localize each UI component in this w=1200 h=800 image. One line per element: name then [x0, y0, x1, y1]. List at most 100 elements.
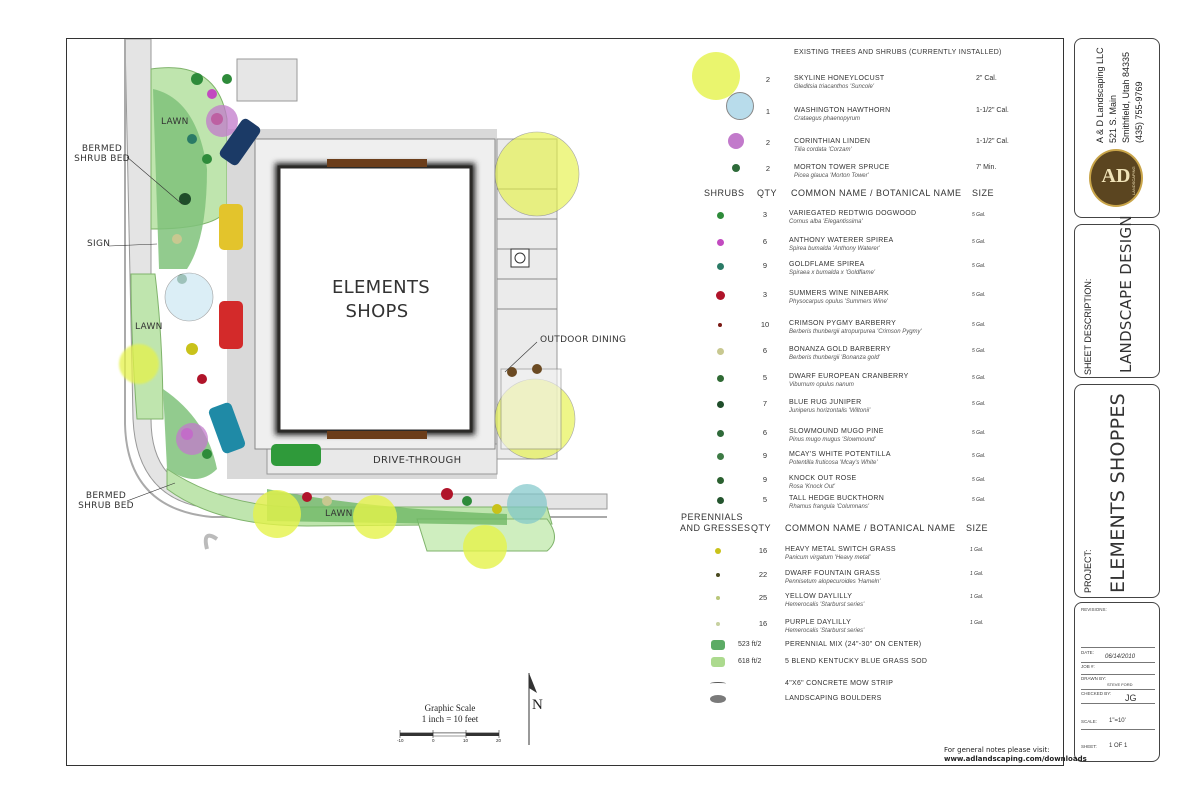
shrub-size: 5 Gal.	[972, 263, 986, 269]
shrub-name: TALL HEDGE BUCKTHORN	[789, 495, 885, 502]
car-yellow	[219, 204, 243, 250]
shrub-symbol	[716, 238, 724, 246]
shrub-symbol	[716, 496, 724, 504]
shrub-size: 5 Gal.	[972, 497, 986, 503]
hawthorn-symbol	[726, 92, 754, 120]
perennial-name: PURPLE DAYLILLY	[785, 619, 852, 626]
scale-label: SCALE:	[1081, 719, 1098, 724]
handicap-sign	[510, 248, 530, 268]
tree-name: MORTON TOWER SPRUCE	[794, 164, 890, 171]
perennial-botanical: Hemerocalis 'Starburst series'	[785, 602, 865, 608]
tree-botanical: Tilia cordata 'Corzam'	[794, 147, 852, 153]
title-block: A & D Landscaping LLC 521 S. Main Smithf…	[1074, 38, 1160, 766]
tree-qty: 2	[765, 138, 771, 147]
shrub-qty: 6	[762, 237, 768, 246]
shrub-size: 5 Gal.	[972, 477, 986, 483]
shrub-name: DWARF EUROPEAN CRANBERRY	[789, 373, 909, 380]
sheet-description-box: SHEET DESCRIPTION: LANDSCAPE DESIGN	[1074, 215, 1160, 378]
dining-patio	[500, 368, 562, 450]
scale-tick-20: 20	[496, 738, 502, 743]
shrub-size: 5 Gal.	[972, 322, 986, 328]
lawn-label-top: LAWN	[161, 117, 189, 127]
planter-bottom	[327, 431, 427, 439]
scale-tick-0: 0	[432, 738, 435, 743]
graphic-scale-title: Graphic Scale	[424, 703, 476, 713]
shrub-qty: 6	[762, 428, 768, 437]
perennial-botanical: Panicum virgatum 'Heavy metal'	[785, 555, 871, 561]
site-plan: ELEMENTS SHOPS LAWN LAWN LAWN BERMED SHR…	[67, 38, 667, 765]
extra-name: 4"X6" CONCRETE MOW STRIP	[785, 680, 894, 687]
company-name: A & D Landscaping LLC	[1095, 47, 1105, 143]
perennials-header-size: SIZE	[966, 523, 989, 533]
honeylocust-symbol	[692, 52, 740, 100]
revisions-label: REVISIONS:	[1081, 607, 1107, 612]
shrub-name: SUMMERS WINE NINEBARK	[789, 290, 890, 297]
area-name: 5 BLEND KENTUCKY BLUE GRASS SOD	[785, 658, 928, 665]
sheet-description: LANDSCAPE DESIGN	[1117, 215, 1135, 373]
company-phone: (435) 755-9769	[1134, 81, 1144, 143]
top-patio	[236, 58, 298, 102]
shrubs-header-qty: QTY	[757, 188, 778, 198]
shrub-name: BLUE RUG JUNIPER	[789, 399, 862, 406]
drive-through-label: DRIVE-THROUGH	[373, 455, 462, 466]
spruce-symbol	[732, 164, 740, 172]
shrubs-header-name: COMMON NAME / BOTANICAL NAME	[791, 188, 962, 198]
shrub-qty: 9	[762, 261, 768, 270]
plant-legend: EXISTING TREES AND SHRUBS (CURRENTLY INS…	[680, 40, 1062, 760]
shrub-name: BONANZA GOLD BARBERRY	[789, 346, 891, 353]
tree-botanical: Crataegus phaenopyrum	[794, 116, 861, 122]
logo-text: AD	[1101, 165, 1131, 187]
handicap-icon	[514, 252, 526, 264]
perennial-qty: 16	[758, 619, 768, 628]
company-logo: AD LANDSCAPING	[1089, 149, 1143, 207]
shrub-symbol	[716, 262, 724, 270]
perennial-size: 1 Gal.	[970, 594, 984, 600]
shrub-botanical: Physocarpus opulus 'Summers Wine'	[789, 299, 888, 305]
shrub-name: ANTHONY WATERER SPIREA	[789, 237, 894, 244]
perennials-header-name: COMMON NAME / BOTANICAL NAME	[785, 523, 956, 533]
perennial-size: 1 Gal.	[970, 620, 984, 626]
building-label: ELEMENTS SHOPS	[332, 277, 430, 322]
car-navy	[219, 118, 261, 166]
existing-header: EXISTING TREES AND SHRUBS (CURRENTLY INS…	[794, 49, 1002, 56]
shrub-name: VARIEGATED REDTWIG DOGWOOD	[789, 210, 917, 217]
shrub-botanical: Spirea bumalda 'Anthony Waterer'	[789, 246, 880, 252]
area-swatch	[711, 640, 725, 650]
tree-size: 7' Min.	[976, 164, 997, 171]
shrub-botanical: Rosa 'Knock Out'	[789, 484, 835, 490]
perennial-botanical: Hemerocalis 'Starburst series'	[785, 628, 865, 634]
shrub-symbol	[716, 429, 724, 437]
project-label: PROJECT:	[1083, 549, 1093, 593]
tree-size: 1-1/2" Cal.	[976, 107, 1009, 114]
perennial-symbol	[716, 596, 720, 600]
checked-by-value: JG	[1125, 693, 1137, 703]
perennial-symbol	[716, 622, 720, 626]
left-sidewalk	[124, 38, 608, 510]
shrubs-header-group: SHRUBS	[704, 188, 745, 198]
left-curb	[124, 39, 607, 518]
planter-top	[327, 159, 427, 167]
shrub-qty: 5	[762, 495, 768, 504]
tree-top-right	[494, 131, 580, 217]
shrub-size: 5 Gal.	[972, 453, 986, 459]
car-green	[271, 444, 321, 466]
area-swatch	[711, 657, 725, 667]
tree-name: WASHINGTON HAWTHORN	[794, 107, 891, 114]
company-address1: 521 S. Main	[1108, 94, 1118, 143]
project-name: ELEMENTS SHOPPES	[1107, 393, 1129, 593]
shrub-name: MCAY'S WHITE POTENTILLA	[789, 451, 891, 458]
info-box: REVISIONS: DATE: 06/14/2010 JOB #: DRAWN…	[1074, 602, 1160, 762]
perennial-name: YELLOW DAYLILLY	[785, 593, 853, 600]
tree-sign	[164, 272, 214, 322]
general-notes-url[interactable]: www.adlandscaping.com/downloads	[944, 755, 1087, 763]
tree-qty: 2	[765, 75, 771, 84]
area-qty: 618 ft/2	[738, 658, 762, 665]
shrub-botanical: Pinus mugo mugus 'Slowmound'	[789, 437, 876, 443]
linden-symbol	[728, 133, 744, 149]
tree-botanical: Picea glauca 'Morton Tower'	[794, 173, 869, 179]
shrub-botanical: Potentilla fruticosa 'Mcay's White'	[789, 460, 878, 466]
graphic-scale-ratio: 1 inch = 10 feet	[421, 714, 479, 724]
shrub-qty: 6	[762, 346, 768, 355]
linden-tree-2	[176, 423, 208, 455]
tree-bottom-right	[507, 484, 547, 524]
